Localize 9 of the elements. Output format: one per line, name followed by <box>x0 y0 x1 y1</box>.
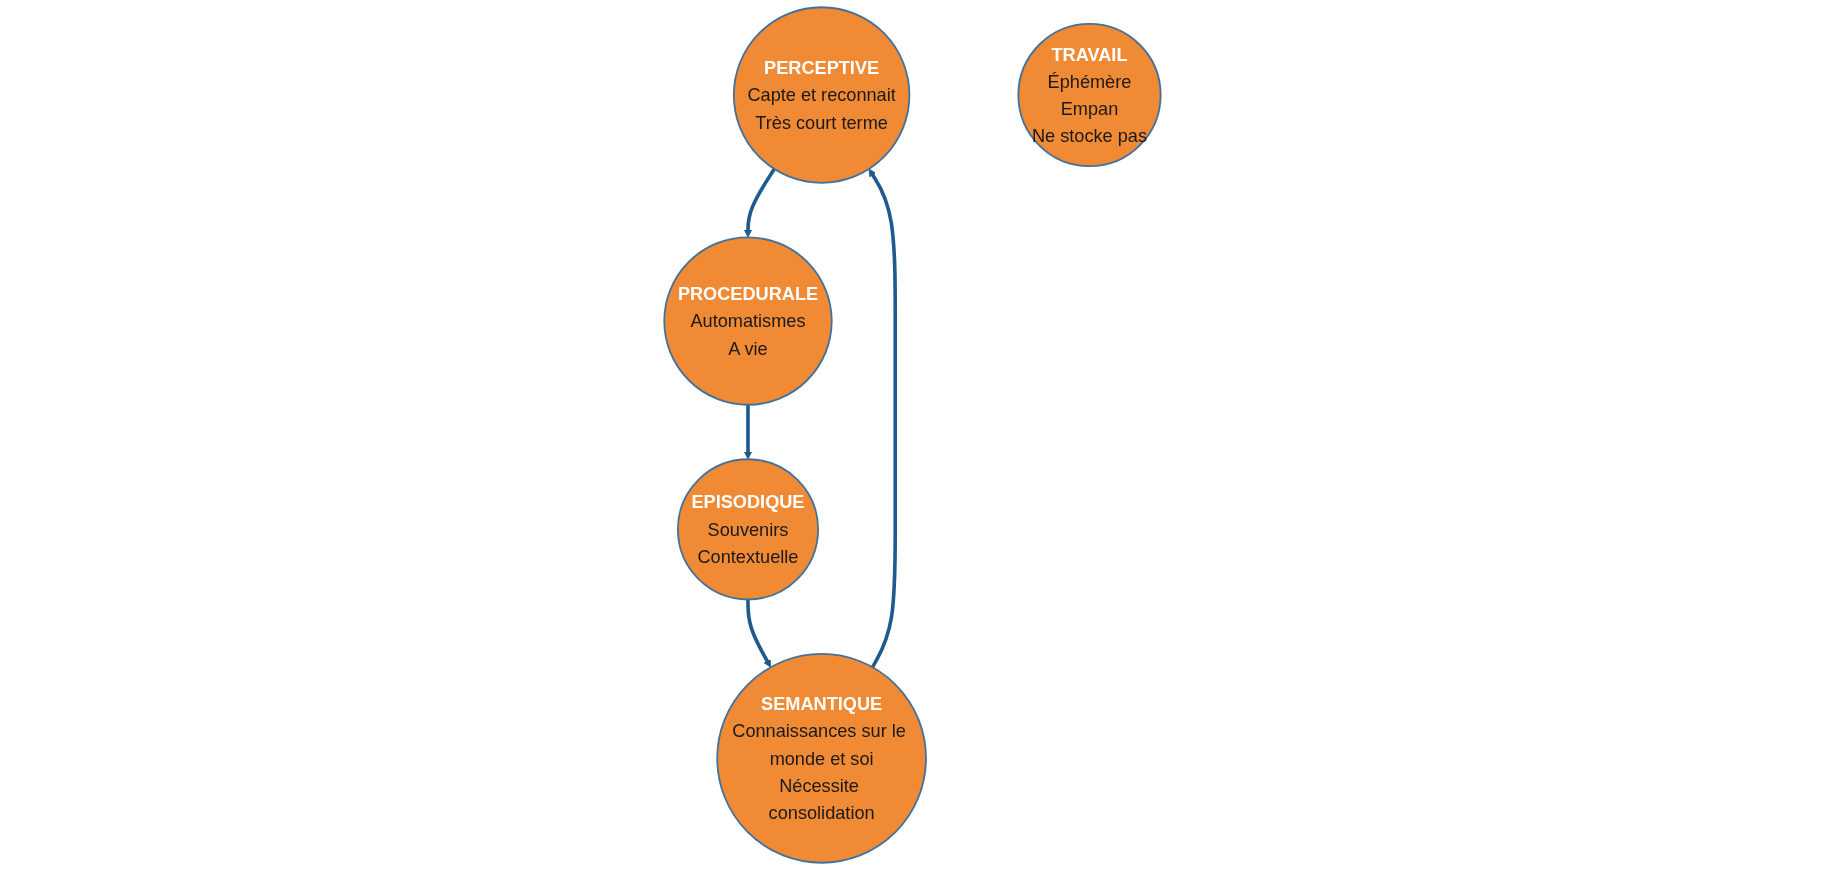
arrow <box>743 404 752 460</box>
arrow <box>868 168 897 669</box>
arrow <box>745 599 771 668</box>
arrow <box>743 168 776 238</box>
node-circle: TRAVAIL Éphémère Empan Ne stocke pas <box>1017 23 1162 168</box>
node-circle: PERCEPTIVE Capte et reconnait Très court terme <box>732 6 910 184</box>
node-circle: EPISODIQUE Souvenirs Contextuelle <box>676 458 819 601</box>
node-circle: SEMANTIQUE Connaissances sur le monde et soi Nécessite consolidation <box>715 653 927 864</box>
node-circle: PROCEDURALE Automatismes A vie <box>662 236 833 406</box>
